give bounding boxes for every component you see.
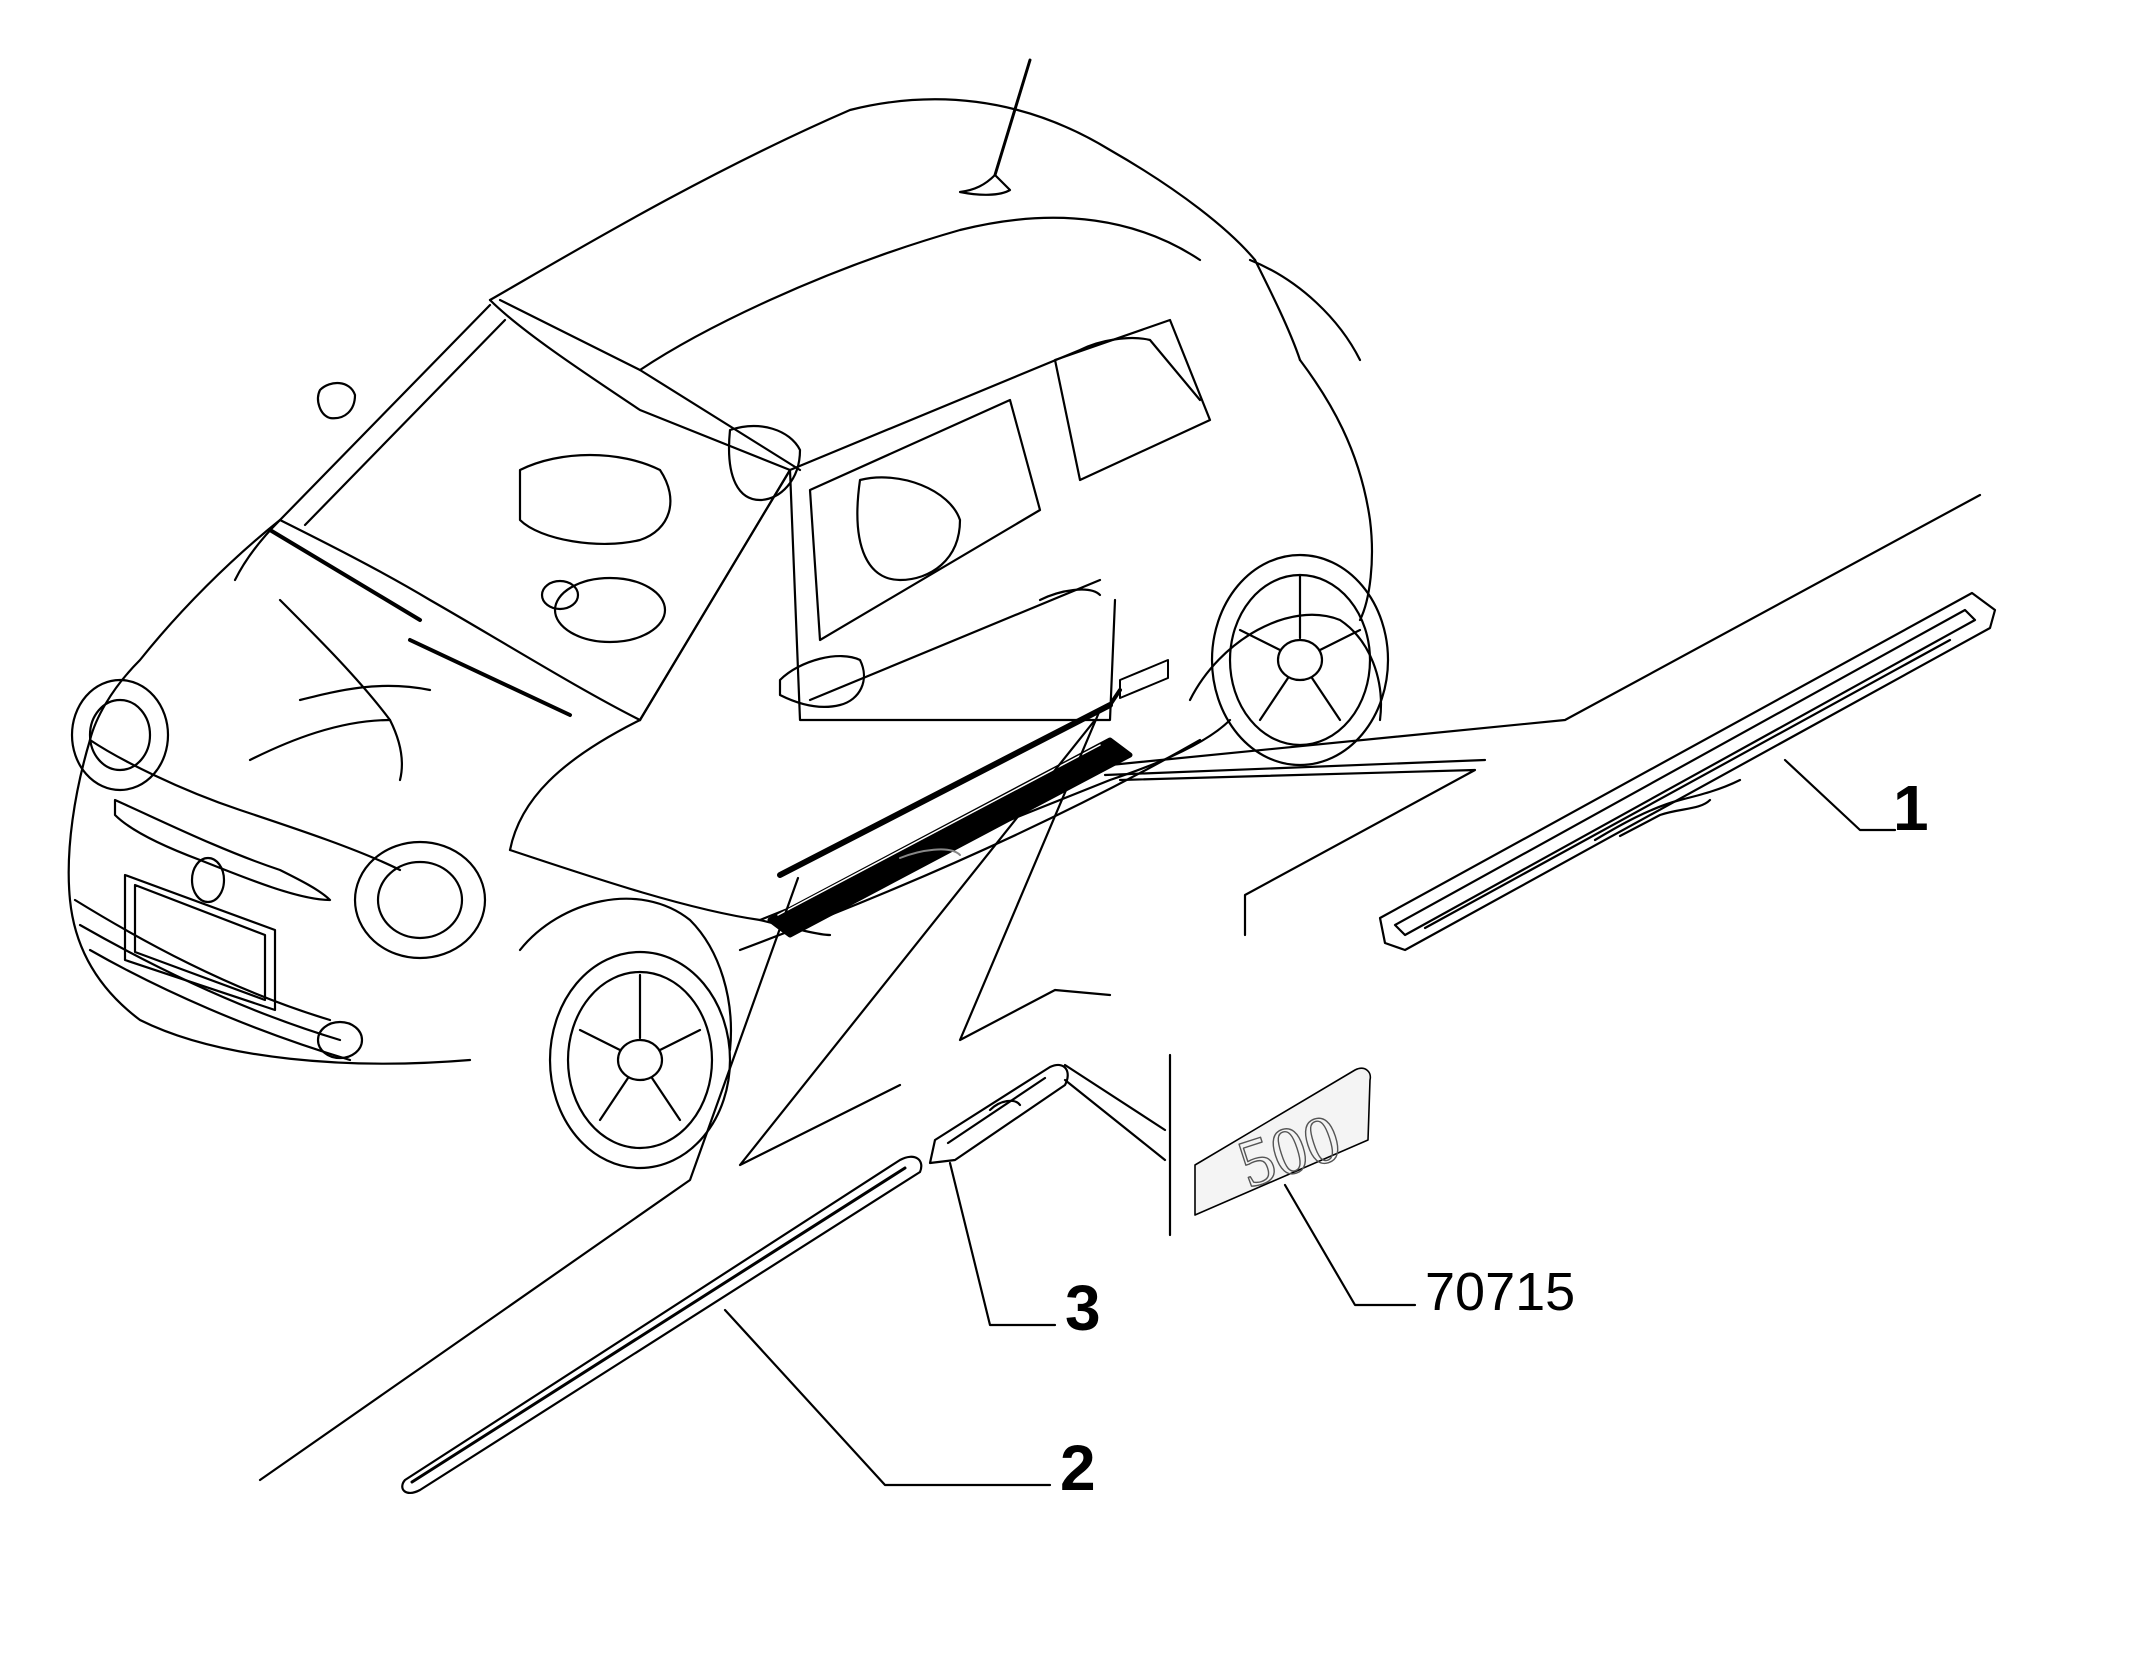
- part-70715-badge-sticker: 500: [1194, 1067, 1372, 1216]
- installed-side-molding: [777, 702, 1113, 878]
- callout-label-3: 3: [1065, 1272, 1101, 1344]
- callout-label-1: 1: [1893, 772, 1929, 844]
- car-illustration: [67, 58, 1390, 1170]
- installed-side-badge: [1108, 659, 1169, 707]
- leader-lines: [258, 493, 1982, 1487]
- part-3-side-badge: [928, 1063, 1069, 1165]
- part-2-side-molding: [401, 1155, 923, 1495]
- part-1-door-sill-plate: [1378, 591, 1997, 952]
- callout-label-2: 2: [1060, 1432, 1096, 1504]
- callout-label-70715: 70715: [1425, 1262, 1575, 1322]
